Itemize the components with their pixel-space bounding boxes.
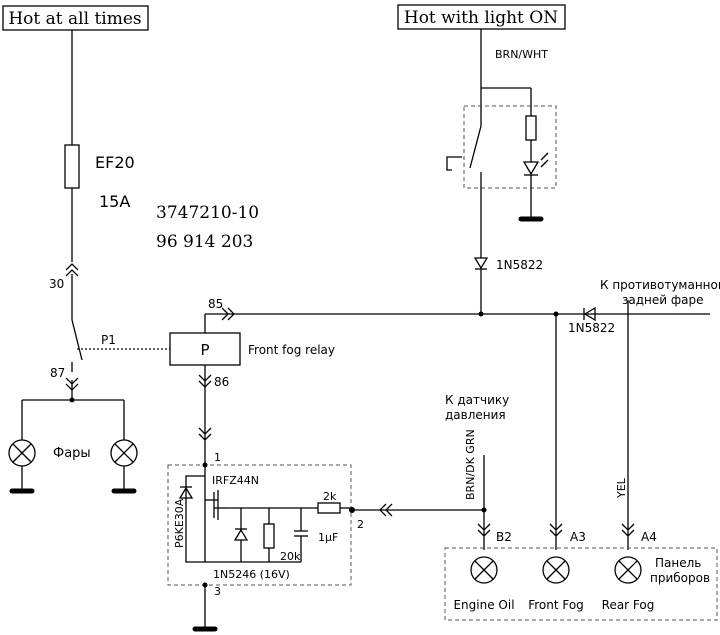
connector-a3-icon bbox=[549, 523, 563, 537]
relay-letter: P bbox=[200, 341, 209, 359]
instrument-panel: Engine Oil Front Fog Rear Fog Панель при… bbox=[444, 547, 718, 621]
headlight-right-icon bbox=[110, 439, 138, 467]
hot-with-light-on-label: Hot with light ON bbox=[397, 4, 566, 30]
pin-a3-label: A3 bbox=[570, 530, 586, 544]
diode2-label: 1N5822 bbox=[568, 321, 615, 335]
rear-fog-lamp-icon bbox=[614, 556, 642, 584]
wire-brn-dkgrn-label: BRN/DK GRN bbox=[464, 429, 477, 500]
engine-oil-label: Engine Oil bbox=[453, 598, 514, 612]
pin-b2-label: B2 bbox=[496, 530, 512, 544]
connector-30-icon bbox=[65, 263, 79, 277]
headlights-label: Фары bbox=[53, 446, 91, 461]
r-2k-label: 2k bbox=[323, 490, 337, 503]
hot-with-light-on-text: Hot with light ON bbox=[404, 8, 558, 28]
part-number: 3747210-10 bbox=[156, 203, 259, 223]
rear-fog-label: Rear Fog bbox=[602, 598, 655, 612]
r-20k-label: 20k bbox=[280, 550, 301, 563]
connector-b2-icon bbox=[477, 523, 491, 537]
light-switch-module bbox=[446, 88, 557, 218]
tvs-diode-icon bbox=[178, 486, 194, 499]
connector-86-icon bbox=[198, 374, 212, 441]
hot-at-all-times-label: Hot at all times bbox=[2, 5, 149, 31]
part-number-2: 96 914 203 bbox=[156, 232, 253, 252]
diode-vertical bbox=[473, 188, 489, 314]
relay-switch-contact bbox=[71, 319, 83, 372]
relay-name: Front fog relay bbox=[248, 343, 335, 357]
front-fog-label: Front Fog bbox=[528, 598, 584, 612]
driver-module: 1 2 3 P6KE30A IRFZ44N 2k 20k 1µF bbox=[167, 451, 364, 598]
relay-85-wire bbox=[204, 313, 710, 333]
module-pin-3: 3 bbox=[214, 585, 221, 598]
diode-icon bbox=[473, 257, 489, 270]
junction-dot bbox=[478, 311, 484, 317]
junction-dot bbox=[481, 507, 487, 513]
pressure-sensor-line2: давления bbox=[445, 408, 506, 422]
headlight-left-icon bbox=[8, 439, 36, 467]
engine-oil-lamp-icon bbox=[470, 556, 498, 584]
pressure-sensor-line1: К датчику bbox=[445, 393, 509, 407]
led-icon bbox=[522, 161, 540, 176]
tvs-label: P6KE30A bbox=[173, 498, 186, 548]
zener-icon bbox=[233, 528, 249, 541]
front-fog-lamp-icon bbox=[542, 556, 570, 584]
rear-fog-feed-line1: К противотуманной bbox=[600, 278, 720, 292]
pin-30-label: 30 bbox=[49, 277, 64, 291]
diode1-label: 1N5822 bbox=[496, 258, 543, 272]
rear-fog-feed-line2: задней фаре bbox=[622, 293, 704, 307]
wire-yel-label: YEL bbox=[615, 477, 628, 499]
panel-line1: Панель bbox=[655, 556, 701, 570]
fuse-name: EF20 bbox=[95, 153, 135, 172]
fuse-rating: 15A bbox=[99, 192, 130, 211]
pin-p1-label: P1 bbox=[101, 333, 116, 347]
front-fog-relay: P bbox=[169, 332, 241, 366]
pin-87-label: 87 bbox=[50, 366, 65, 380]
pin-86-label: 86 bbox=[214, 375, 229, 389]
diode-horizontal bbox=[583, 306, 596, 322]
pin-a4-label: A4 bbox=[641, 530, 657, 544]
wire-brn-wht-label: BRN/WHT bbox=[495, 48, 548, 61]
headlight-branch bbox=[21, 399, 125, 490]
resistor-2k-icon bbox=[317, 502, 341, 514]
zener-label: 1N5246 (16V) bbox=[213, 568, 290, 581]
module-pin-1: 1 bbox=[214, 451, 221, 464]
connector-a4-icon bbox=[621, 523, 635, 537]
connector-85-icon bbox=[221, 307, 235, 321]
module-pin-2: 2 bbox=[357, 518, 364, 531]
pin-85-label: 85 bbox=[208, 297, 223, 311]
mosfet-label: IRFZ44N bbox=[212, 474, 259, 487]
resistor-icon bbox=[525, 115, 537, 141]
panel-line2: приборов bbox=[650, 571, 710, 585]
cap-label: 1µF bbox=[318, 531, 338, 544]
diode-icon bbox=[583, 306, 596, 322]
fuse-ef20 bbox=[64, 144, 80, 189]
hot-at-all-times-text: Hot at all times bbox=[8, 9, 141, 29]
light-feed-wire bbox=[480, 29, 531, 108]
connector-2-icon bbox=[379, 503, 393, 517]
resistor-20k-icon bbox=[263, 523, 275, 549]
